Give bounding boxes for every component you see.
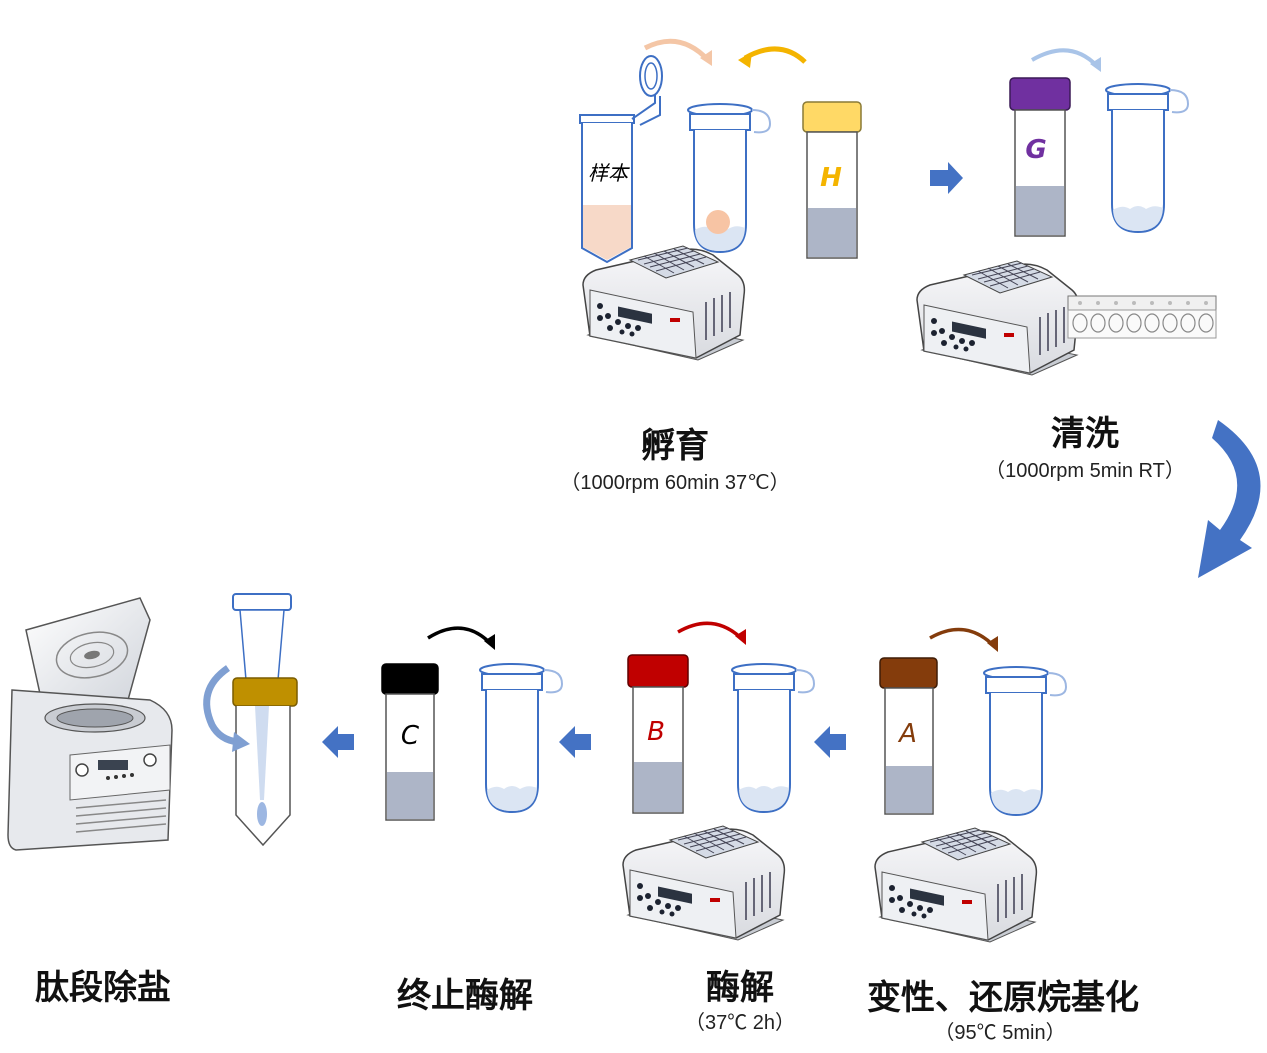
flow-arrow-left [814, 726, 846, 758]
a-transfer-arrow [929, 627, 995, 647]
tube-rack-icon [1067, 295, 1217, 339]
centrifuge-icon [7, 597, 173, 851]
thermomixer-icon [916, 260, 1080, 376]
h-tube [802, 101, 862, 259]
digest-condition: （37℃ 2h） [684, 1012, 796, 1034]
denature-condition: （95℃ 5min） [934, 1022, 1066, 1044]
bead-tube [687, 103, 771, 253]
denature-title: 变性、还原烷基化 [867, 978, 1139, 1018]
incubate-title: 孵育 [641, 426, 709, 466]
curved-flow-arrow [1198, 420, 1261, 578]
c-label: C [401, 721, 420, 751]
h-label: H [820, 163, 842, 193]
flow-arrow-right [930, 162, 963, 194]
g-label: G [1025, 135, 1046, 165]
a-receiving-tube [983, 666, 1067, 816]
sample-transfer-arrow [643, 38, 710, 62]
h-transfer-arrow [743, 46, 807, 64]
wash-title: 清洗 [1051, 414, 1119, 454]
incubate-condition: （1000rpm 60min 37℃） [560, 472, 790, 494]
b-label: B [647, 717, 665, 747]
desalting-tip-icon [203, 593, 298, 847]
stop-title: 终止酶解 [397, 976, 533, 1016]
digest-title: 酶解 [706, 968, 774, 1008]
rotate-arrow [203, 665, 239, 746]
b-receiving-tube [731, 663, 815, 813]
b-transfer-arrow [677, 621, 743, 640]
sample-label: 样本 [588, 161, 630, 185]
c-receiving-tube [479, 663, 563, 813]
a-label: A [897, 719, 917, 749]
desalt-title: 肽段除盐 [35, 968, 171, 1008]
b-tube [627, 654, 689, 814]
flow-arrow-left [322, 726, 354, 758]
sample-tube [579, 55, 663, 264]
c-transfer-arrow [427, 626, 492, 645]
a-tube [879, 657, 938, 815]
thermomixer-icon [582, 245, 746, 361]
thermomixer-icon [622, 825, 786, 941]
flow-arrow-left [559, 726, 591, 758]
wash-condition: （1000rpm 5min RT） [985, 460, 1185, 482]
g-transfer-arrow [1030, 48, 1099, 68]
c-tube [381, 663, 439, 821]
wash-tube [1105, 83, 1189, 233]
thermomixer-icon [874, 827, 1038, 943]
g-tube [1009, 77, 1071, 237]
